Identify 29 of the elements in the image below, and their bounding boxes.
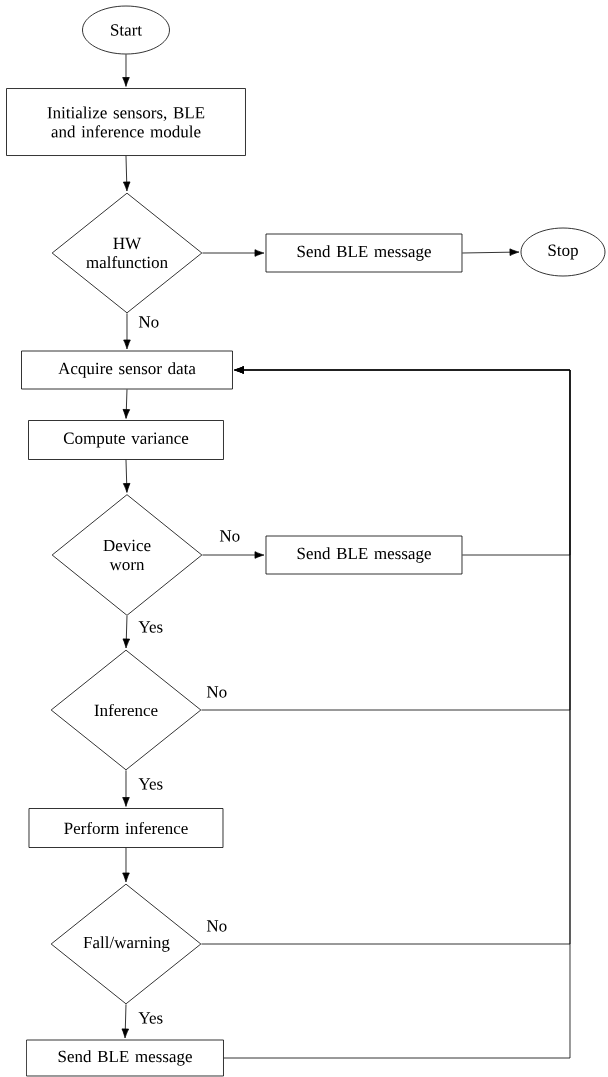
arrow [121,1004,129,1039]
edge-label: Yes [138,621,163,633]
process-box: Initialize sensors, BLE and inference module [6,88,246,156]
arrow [122,847,130,883]
edge-label: No [206,686,227,698]
edge-label: Yes [138,1012,163,1024]
arrow [122,459,131,493]
process-box: Send BLE message [265,535,463,575]
edge-label: No [219,530,240,542]
process-box: Send BLE message [26,1039,224,1077]
terminal-oval: Stop [520,227,606,277]
edge-label: No [206,920,227,932]
arrow [202,249,265,257]
arrow [462,248,520,256]
arrow [223,366,571,1059]
process-box: Acquire sensor data [21,350,233,390]
process-box: Perform inference [28,808,224,848]
edge-label: Yes [138,778,163,790]
arrow [123,155,131,192]
terminal-oval: Start [82,5,170,55]
arrow [122,389,131,419]
arrow [122,54,130,87]
arrow [122,615,131,649]
arrow [122,770,130,807]
arrow [123,313,131,350]
arrow [202,551,265,559]
edge-label: No [138,316,159,328]
process-box: Compute variance [28,420,224,460]
process-box: Send BLE message [265,233,463,273]
